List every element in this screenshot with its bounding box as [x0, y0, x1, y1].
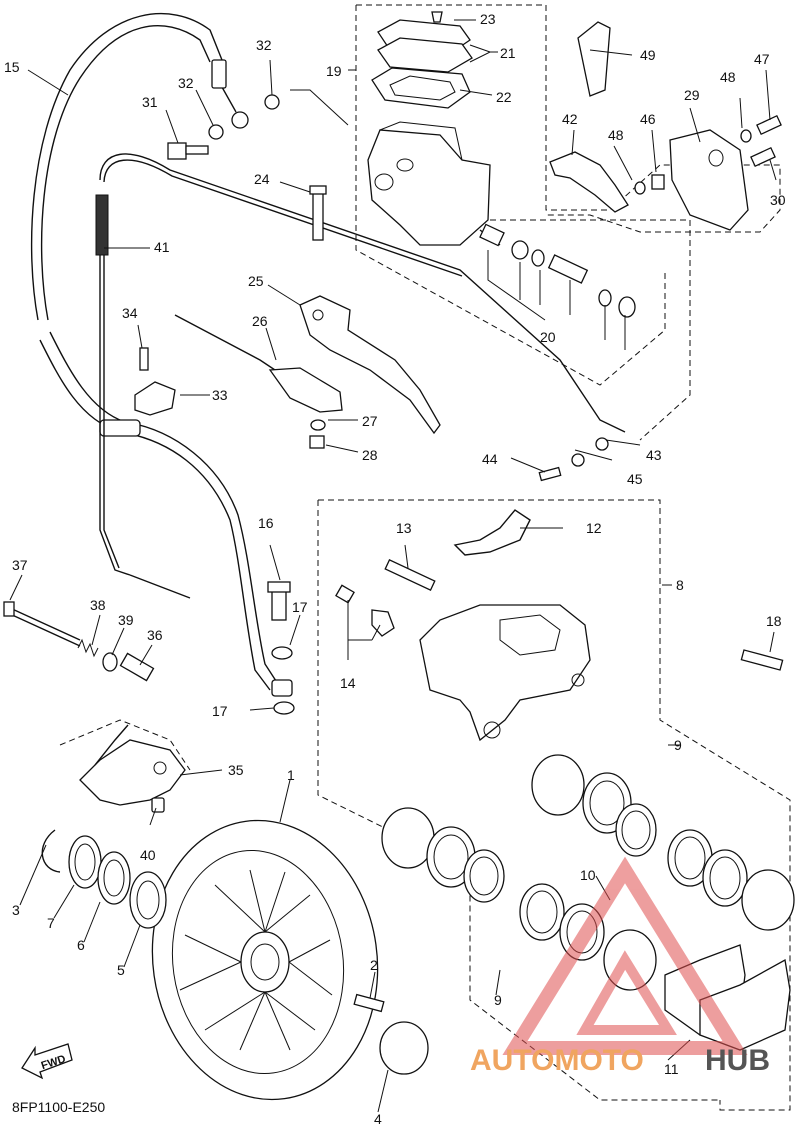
label-28: 28 — [362, 447, 378, 463]
label-36: 36 — [147, 627, 163, 643]
brake-hose-15 — [30, 12, 279, 691]
bolt-16-washers-17 — [267, 581, 295, 715]
label-48a: 48 — [608, 127, 624, 143]
label-4: 4 — [374, 1111, 382, 1124]
label-17b: 17 — [212, 703, 228, 719]
master-cylinder-body — [367, 121, 491, 246]
label-7: 7 — [47, 915, 55, 931]
label-1: 1 — [287, 767, 295, 783]
collar-46-washer-48 — [634, 129, 752, 195]
label-39: 39 — [118, 612, 134, 628]
label-37: 37 — [12, 557, 28, 573]
label-6: 6 — [77, 937, 85, 953]
watermark-triangle — [502, 856, 748, 1055]
brake-cable-41 — [95, 153, 626, 599]
label-32b: 32 — [256, 37, 272, 53]
label-33: 33 — [212, 387, 228, 403]
screw-23 — [431, 11, 443, 23]
circlip-3-shims-5-6-7 — [41, 829, 167, 929]
part-labels: 1 2 3 4 5 6 7 8 9 9 10 11 12 13 14 15 16… — [4, 11, 786, 1124]
label-41: 41 — [154, 239, 170, 255]
bolt-37-spring-38 — [3, 601, 155, 682]
brake-lever-25 — [299, 295, 441, 435]
label-18: 18 — [766, 613, 782, 629]
label-27: 27 — [362, 413, 378, 429]
bolt-24 — [309, 185, 327, 241]
pad-spring-12 — [453, 509, 531, 556]
label-34: 34 — [122, 305, 138, 321]
bleeder-14 — [335, 584, 395, 637]
caliper-group-box — [317, 499, 791, 1111]
label-5: 5 — [117, 962, 125, 978]
label-48b: 48 — [720, 69, 736, 85]
label-8: 8 — [676, 577, 684, 593]
lever-26 — [174, 314, 343, 449]
switch-33-34 — [134, 347, 176, 416]
watermark-logo — [502, 856, 748, 1055]
pin-43-44-45 — [538, 437, 609, 482]
label-19: 19 — [326, 63, 342, 79]
label-17a: 17 — [292, 599, 308, 615]
label-42: 42 — [562, 111, 578, 127]
bolt-18 — [740, 649, 784, 671]
bolts-30-47 — [750, 114, 782, 168]
watermark-text-part2: HUB — [705, 1044, 770, 1077]
label-26: 26 — [252, 313, 268, 329]
watermark-inner-triangle — [576, 950, 677, 1035]
pedal-42 — [549, 151, 629, 213]
key-2-collar-4 — [353, 993, 429, 1075]
diaphragm-22 — [371, 67, 471, 109]
label-43: 43 — [646, 447, 662, 463]
watermark-text-part1: AUTOMOTO — [470, 1044, 644, 1077]
seal-kit-9-upper — [531, 754, 795, 931]
leader-lines — [9, 19, 777, 1113]
label-22: 22 — [496, 89, 512, 105]
rear-caliper-group-box — [59, 719, 191, 771]
label-14: 14 — [340, 675, 356, 691]
label-46: 46 — [640, 111, 656, 127]
label-21: 21 — [500, 45, 516, 61]
label-15: 15 — [4, 59, 20, 75]
bracket-29 — [669, 129, 749, 231]
diagram-code: 8FP1100-E250 — [12, 1099, 105, 1115]
label-49: 49 — [640, 47, 656, 63]
rear-caliper-35 — [79, 724, 186, 806]
label-30: 30 — [770, 192, 786, 208]
caliper-body-8 — [419, 604, 591, 742]
label-47: 47 — [754, 51, 770, 67]
union-bolt-31 — [167, 142, 209, 160]
pin-13 — [384, 559, 436, 591]
label-20: 20 — [540, 329, 556, 345]
label-35: 35 — [228, 762, 244, 778]
label-32a: 32 — [178, 75, 194, 91]
fwd-arrow: FWD — [21, 1043, 73, 1080]
label-12: 12 — [586, 520, 602, 536]
label-38: 38 — [90, 597, 106, 613]
label-10: 10 — [580, 867, 596, 883]
label-45: 45 — [627, 471, 643, 487]
reservoir-cap-21 — [377, 19, 473, 73]
label-16: 16 — [258, 515, 274, 531]
label-40: 40 — [140, 847, 156, 863]
label-13: 13 — [396, 520, 412, 536]
label-9b: 9 — [494, 992, 502, 1008]
reservoir-49 — [577, 21, 611, 97]
boot-40 — [151, 797, 165, 813]
label-44: 44 — [482, 451, 498, 467]
label-29: 29 — [684, 87, 700, 103]
disc-1 — [151, 819, 379, 1101]
label-2: 2 — [370, 957, 378, 973]
label-11: 11 — [664, 1061, 679, 1077]
label-23: 23 — [480, 11, 496, 27]
label-3: 3 — [12, 902, 20, 918]
banjo-fitting — [211, 59, 249, 129]
label-25: 25 — [248, 273, 264, 289]
label-9a: 9 — [674, 737, 682, 753]
piston-kit-20 — [479, 223, 636, 318]
label-24: 24 — [254, 171, 270, 187]
master-cylinder-group-box — [355, 4, 781, 441]
label-31: 31 — [142, 94, 158, 110]
